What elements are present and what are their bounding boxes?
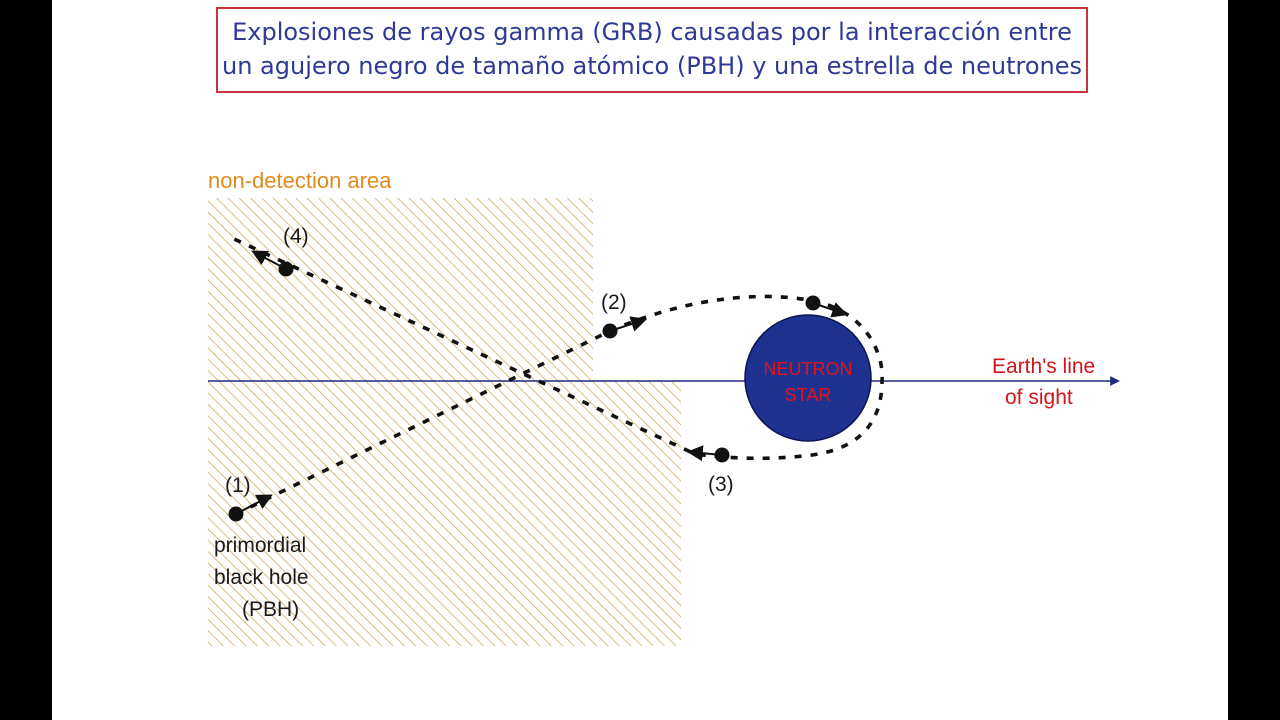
star-label-line-2: STAR bbox=[785, 385, 832, 405]
position-label-3: (3) bbox=[708, 473, 734, 496]
slide: Explosiones de rayos gamma (GRB) causada… bbox=[52, 0, 1228, 720]
non-detection-area bbox=[208, 198, 681, 646]
neutron-star bbox=[744, 314, 872, 442]
velocity-arrow-1 bbox=[235, 494, 273, 515]
pbh-position-3: (3) bbox=[686, 445, 734, 496]
pbh-position-4: (4) bbox=[251, 225, 309, 277]
pbh-label-line-2: black hole bbox=[214, 566, 309, 589]
title-line-2: un agujero negro de tamaño atómico (PBH)… bbox=[222, 52, 1082, 80]
pbh-label-line-3: (PBH) bbox=[242, 598, 299, 621]
position-label-2: (2) bbox=[601, 291, 627, 314]
sight-label-line-1: Earth's line bbox=[992, 355, 1095, 378]
sight-label-line-2: of sight bbox=[1005, 386, 1073, 409]
pbh-label-line-1: primordial bbox=[214, 534, 306, 557]
velocity-arrow-3 bbox=[686, 445, 723, 462]
velocity-arrow-2b bbox=[812, 302, 849, 318]
title-line-1: Explosiones de rayos gamma (GRB) causada… bbox=[232, 18, 1072, 47]
velocity-arrow-2 bbox=[609, 316, 648, 332]
position-label-1: (1) bbox=[225, 474, 251, 497]
pbh-position-2b bbox=[805, 295, 849, 318]
zone-label: non-detection area bbox=[208, 168, 392, 193]
pbh-position-2: (2) bbox=[601, 291, 648, 339]
position-label-4: (4) bbox=[283, 225, 309, 248]
pbh-trajectory bbox=[231, 236, 884, 516]
title-box: Explosiones de rayos gamma (GRB) causada… bbox=[216, 7, 1088, 93]
velocity-arrow-4 bbox=[251, 250, 287, 270]
pbh-position-1: (1) bbox=[225, 474, 273, 522]
pbh-trajectory-diagram: non-detection area Earth's line of sight… bbox=[208, 168, 1120, 646]
star-label-line-1: NEUTRON bbox=[764, 359, 853, 379]
